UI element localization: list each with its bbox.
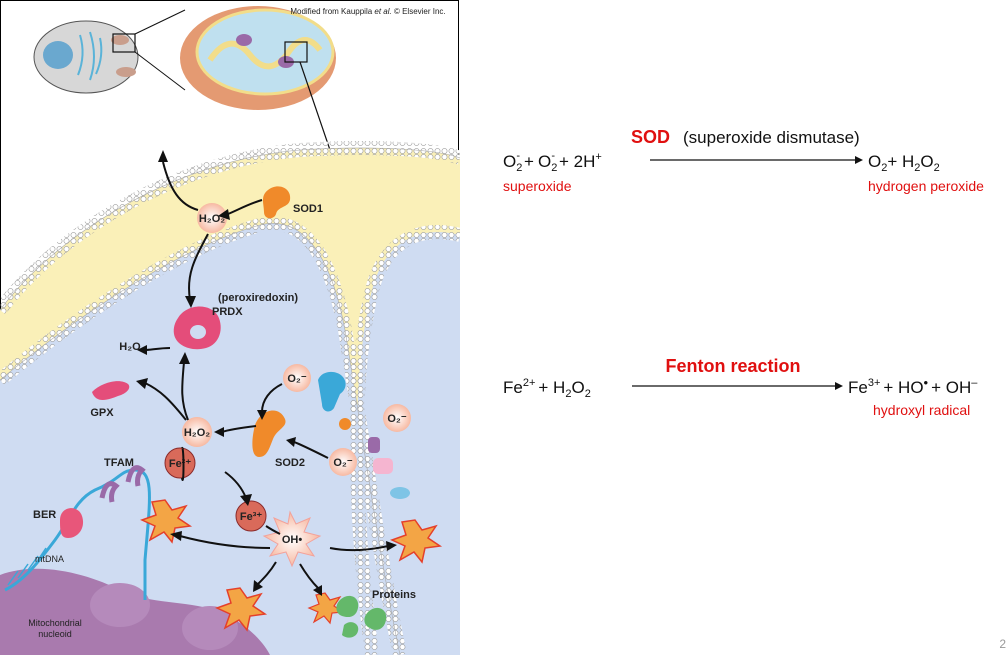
- pathway-arrows: [136, 150, 397, 596]
- fe3-label: Fe³⁺: [240, 511, 263, 523]
- damage-burst-bottom: [215, 587, 268, 632]
- sod-enzyme-full: (superoxide dismutase): [683, 128, 860, 147]
- water-label: H₂O: [119, 341, 141, 353]
- damage-burst-membrane: [390, 519, 443, 564]
- mtdna-label: mtDNA: [35, 554, 64, 564]
- tfam-label: TFAM: [104, 457, 134, 469]
- damaged-proteins: [336, 595, 387, 638]
- sod2-label: SOD2: [275, 457, 305, 469]
- figure-credit: Modified from Kauppila et al. © Elsevier…: [290, 7, 445, 16]
- superoxide-3-label: O₂⁻: [387, 413, 406, 425]
- etc-complexes: [318, 371, 410, 499]
- crista-membrane: [349, 225, 460, 655]
- intermembrane-space: [0, 147, 460, 655]
- page-number: 2: [999, 637, 1006, 651]
- sod-products: O2+ H2O2: [868, 152, 940, 174]
- hydroxyl-radical-burst: [262, 510, 322, 568]
- gpx-enzyme: [92, 381, 130, 400]
- superoxide-1-label: O₂⁻: [287, 373, 306, 385]
- fe3-ion: [235, 500, 267, 532]
- proteins-label: Proteins: [372, 589, 416, 601]
- mitochondria-ros-figure: Modified from Kauppila et al. © Elsevier…: [0, 0, 460, 655]
- mtdna-strand: [4, 468, 151, 600]
- fe2-ion: [164, 447, 196, 479]
- cell-icon: [33, 9, 186, 94]
- sod1-label: SOD1: [293, 203, 323, 215]
- h2o2-mid-label: H₂O₂: [184, 427, 210, 439]
- mitochondrial-nucleoid: [0, 568, 270, 655]
- fenton-products: Fe3++ HO•+ OH–: [848, 375, 978, 397]
- fenton-title: Fenton reaction: [665, 356, 800, 376]
- prdx-full-label: (peroxiredoxin): [218, 292, 298, 304]
- damage-burst-protein: [307, 592, 345, 625]
- mitochondrion-icon: [180, 6, 336, 151]
- prdx-label: PRDX: [212, 306, 243, 318]
- sod1-enzyme: [263, 186, 291, 219]
- ber-protein: [60, 508, 84, 538]
- superoxide-2-label: O₂⁻: [333, 457, 352, 469]
- oh-label: OH•: [282, 534, 303, 546]
- nucleoid-label-2: nucleoid: [38, 629, 72, 639]
- sod-label-superoxide: superoxide: [503, 178, 572, 194]
- fe2-label: Fe²⁺: [169, 458, 192, 470]
- prdx-enzyme: [173, 306, 221, 350]
- damage-burst-dna: [140, 499, 193, 544]
- sod-reactants: O2-+O2-+ 2H+: [503, 150, 602, 174]
- fenton-label-hydroxyl: hydroxyl radical: [873, 402, 970, 418]
- sod-label-hydrogen-peroxide: hydrogen peroxide: [868, 178, 984, 194]
- nucleoid-label-1: Mitochondrial: [28, 618, 82, 628]
- ber-label: BER: [33, 509, 56, 521]
- gpx-label: GPX: [90, 407, 114, 419]
- tfam-proteins: [99, 465, 146, 503]
- sod2-enzyme: [252, 410, 286, 457]
- sod-enzyme: SOD: [631, 127, 670, 147]
- fenton-reactants: Fe2++ H2O2: [503, 377, 591, 400]
